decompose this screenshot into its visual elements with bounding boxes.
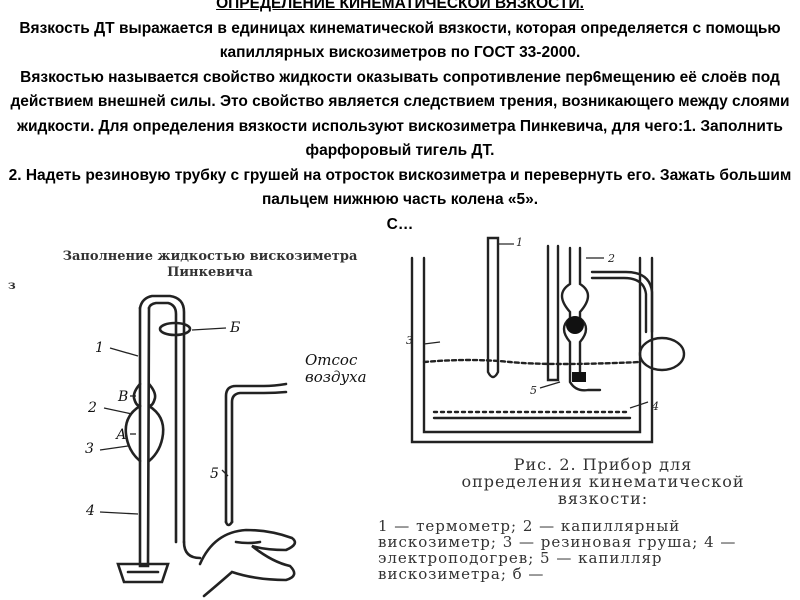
figure1-label-5: 5	[210, 466, 219, 482]
pinkevich-viscometer-figure	[99, 294, 297, 598]
document-heading: ОПРЕДЕЛЕНИЕ КИНЕМАТИЧЕСКОЙ ВЯЗКОСТИ.	[216, 0, 584, 12]
paragraph-1: Вязкость ДТ выражается в единицах кинема…	[19, 19, 781, 62]
figure1-label-2: 2	[88, 400, 97, 416]
figure2-legend: 1 — термометр; 2 — капиллярный вискозиме…	[378, 517, 737, 583]
figure2-label-1: 1	[516, 236, 523, 249]
figure1-label-a: А	[116, 427, 127, 443]
paragraph-2: Вязкостью называется свойство жидкости о…	[10, 68, 790, 160]
paragraph-4: С…	[386, 215, 414, 233]
figure1-label-v: В	[118, 389, 129, 405]
figure2-label-5: 5	[530, 384, 537, 397]
figure1-label-4: 4	[86, 503, 95, 519]
figure1-label-b: Б	[230, 320, 241, 336]
figure2-caption: Рис. 2. Прибор для определения кинематич…	[461, 455, 745, 508]
figure2-label-4: 4	[652, 400, 659, 413]
figure1-caption: Заполнение жидкостью вискозиметра Пинкев…	[62, 249, 358, 280]
figure2-label-2: 2	[608, 252, 615, 265]
figure1-label-3: 3	[85, 441, 94, 457]
air-suction-label: Отсос воздуха	[305, 351, 367, 386]
figure1-caption-extra: з	[8, 278, 16, 292]
viscosity-apparatus-figure	[410, 236, 686, 444]
figure1-label-1: 1	[95, 340, 104, 356]
paragraph-3: 2. Надеть резиновую трубку с грушей на о…	[8, 166, 792, 209]
figure2-label-3: 3	[406, 334, 413, 347]
document-text: ОПРЕДЕЛЕНИЕ КИНЕМАТИЧЕСКОЙ ВЯЗКОСТИ. Вяз…	[0, 0, 800, 236]
